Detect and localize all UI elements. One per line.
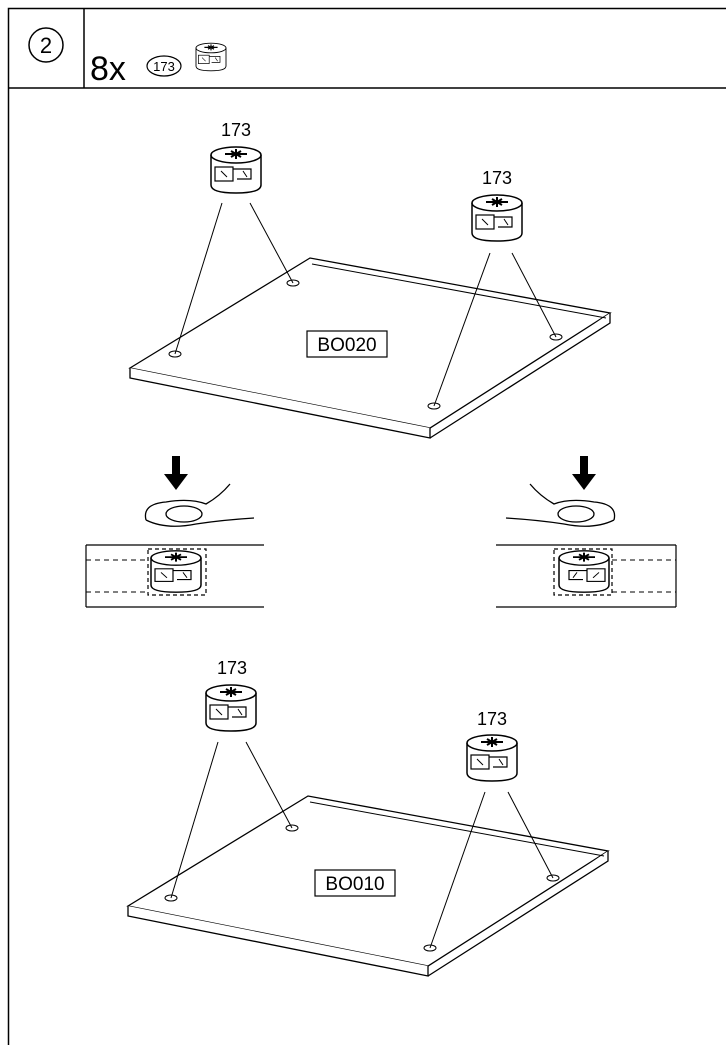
panel-label-box-bo020 [306, 330, 388, 358]
press-detail-right [496, 455, 677, 608]
guide-lines-bottom [164, 741, 560, 952]
down-arrow-icon [144, 455, 255, 527]
cam-lock-icon [210, 146, 262, 194]
quantity-label: 8x [90, 50, 126, 88]
panel-label-box-bo010 [314, 869, 396, 897]
press-detail-left [85, 455, 264, 608]
panel-label-bo010: BO010 [325, 874, 384, 895]
page-frame [7, 7, 726, 1045]
cam-lock-icon [150, 549, 202, 594]
part-badge-number: 173 [153, 59, 175, 74]
part-number-top-right: 173 [482, 168, 512, 188]
panel-label-bo020: BO020 [317, 335, 376, 356]
guide-lines-top [168, 202, 563, 410]
step-number-badge: 2 [28, 27, 64, 63]
cam-lock-icon [195, 42, 227, 72]
part-badge: 173 [146, 55, 182, 77]
cam-lock-icon [558, 549, 610, 594]
cam-lock-icon [205, 684, 257, 732]
step-number: 2 [40, 33, 52, 58]
part-number-bottom-left: 173 [217, 658, 247, 678]
part-number-top-left: 173 [221, 120, 251, 140]
part-number-bottom-right: 173 [477, 709, 507, 729]
down-arrow-icon [505, 455, 616, 527]
cam-lock-icon [466, 734, 518, 782]
cam-lock-icon [471, 194, 523, 242]
